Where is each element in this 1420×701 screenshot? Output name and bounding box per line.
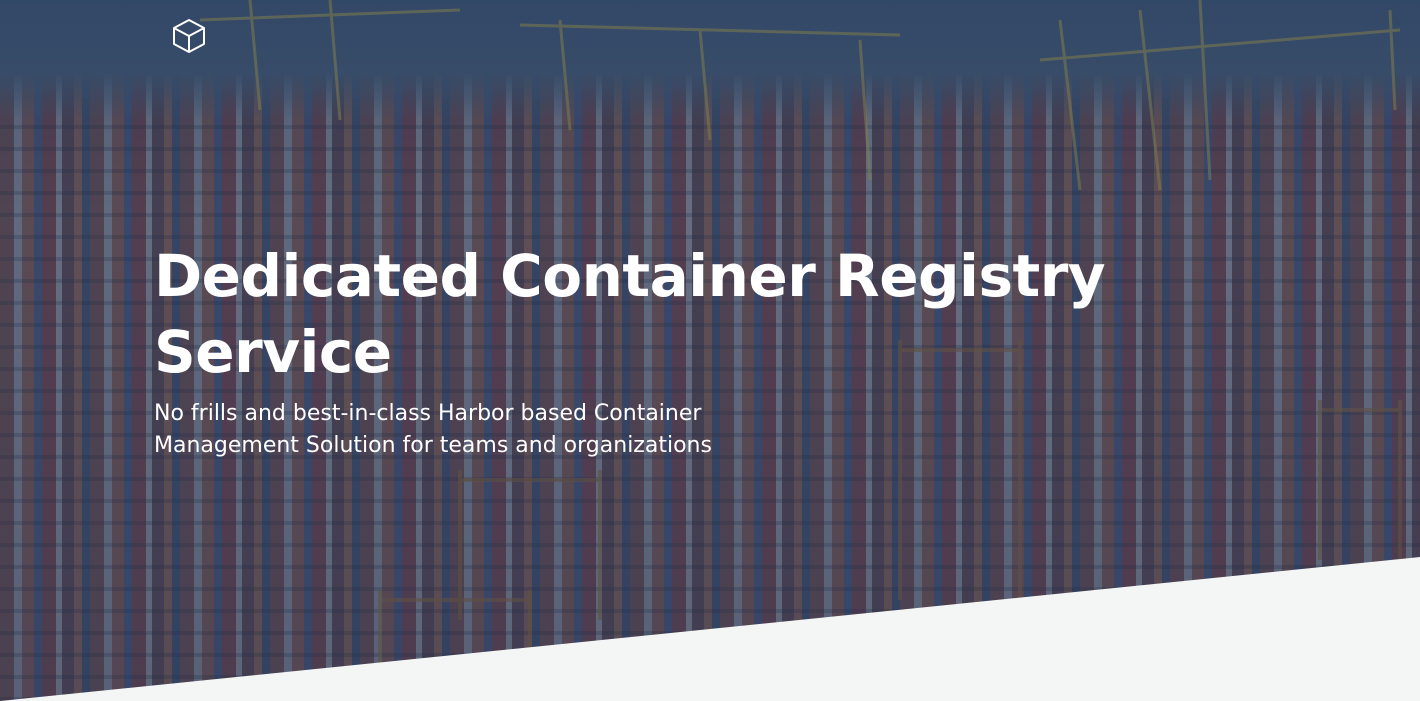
- cube-icon[interactable]: [170, 17, 208, 55]
- hero-subtitle: No frills and best-in-class Harbor based…: [154, 401, 712, 458]
- hero-title: Dedicated Container Registry Service: [154, 242, 1106, 386]
